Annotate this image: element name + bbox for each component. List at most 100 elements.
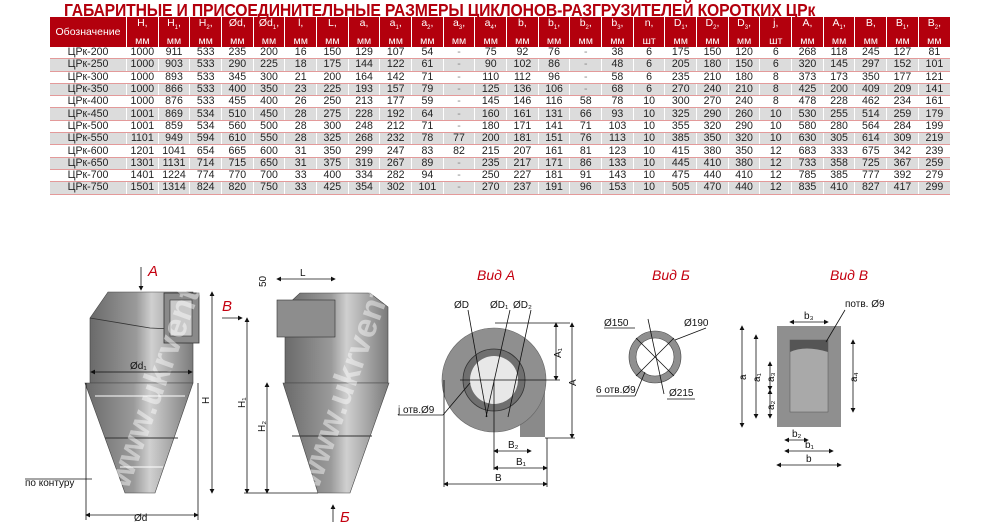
column-symbol: D bbox=[673, 17, 682, 30]
value-cell: 550 bbox=[252, 132, 285, 146]
column-header: a3,мм bbox=[442, 17, 475, 47]
value-cell: 192 bbox=[379, 107, 412, 121]
value-cell: 380 bbox=[696, 144, 729, 158]
value-cell: 302 bbox=[379, 181, 412, 195]
column-symbol: L bbox=[327, 17, 334, 30]
column-unit: мм bbox=[895, 34, 910, 47]
value-cell: 10 bbox=[632, 132, 665, 146]
value-cell: 350 bbox=[696, 132, 729, 146]
column-unit: мм bbox=[673, 34, 688, 47]
column-header: Ød1,мм bbox=[252, 17, 285, 47]
column-header: a1,мм bbox=[379, 17, 412, 47]
column-unit: мм bbox=[230, 34, 245, 47]
column-unit: мм bbox=[451, 34, 467, 47]
value-cell: 534 bbox=[189, 107, 222, 121]
cyclone-side-view: www.ukrvent.com L 50 В H₁ H₂ Б bbox=[222, 208, 425, 525]
model-cell: ЦРк-650 bbox=[50, 157, 127, 170]
view-b: Вид Б Ø150 Ø190 6 отв.Ø9 Ø215 bbox=[596, 267, 709, 400]
value-cell: 350 bbox=[854, 71, 887, 84]
dim-b2-small: b₂ bbox=[792, 429, 802, 440]
value-cell: 10 bbox=[632, 120, 665, 134]
value-cell: 1131 bbox=[157, 157, 190, 170]
value-cell: 76 bbox=[569, 132, 602, 146]
value-cell: 342 bbox=[886, 144, 919, 158]
column-unit: мм bbox=[800, 34, 815, 47]
model-cell: ЦРк-250 bbox=[50, 58, 127, 72]
value-cell: 683 bbox=[791, 144, 824, 158]
value-cell: 66 bbox=[569, 107, 602, 121]
column-unit: мм bbox=[135, 34, 150, 47]
value-cell: 824 bbox=[189, 181, 222, 195]
value-cell: 245 bbox=[854, 47, 887, 60]
value-cell: 290 bbox=[727, 120, 760, 134]
value-cell: 614 bbox=[854, 132, 887, 146]
column-unit: мм bbox=[705, 34, 720, 47]
value-cell: 161 bbox=[917, 95, 950, 109]
value-cell: 415 bbox=[664, 144, 697, 158]
column-unit: мм bbox=[356, 34, 372, 47]
model-cell: ЦРк-500 bbox=[50, 120, 127, 134]
value-cell: 630 bbox=[791, 132, 824, 146]
value-cell: 450 bbox=[252, 107, 285, 121]
dim-D1: ØD₁ bbox=[490, 300, 509, 311]
value-cell: 150 bbox=[727, 58, 760, 72]
value-cell: 1224 bbox=[157, 169, 190, 183]
value-cell: 533 bbox=[189, 47, 222, 60]
value-cell: 475 bbox=[664, 169, 697, 183]
value-cell: 215 bbox=[474, 144, 507, 158]
column-subscript: 1 bbox=[681, 25, 685, 32]
value-cell: - bbox=[442, 83, 475, 97]
column-header: L,мм bbox=[316, 17, 349, 47]
dim-a2: a₂ bbox=[766, 400, 777, 410]
value-cell: 268 bbox=[347, 132, 380, 146]
column-header-designation: Обозначение bbox=[50, 17, 127, 47]
value-cell: 859 bbox=[157, 120, 190, 134]
value-cell: 290 bbox=[221, 58, 254, 72]
value-cell: 355 bbox=[664, 120, 697, 134]
value-cell: 177 bbox=[886, 71, 919, 84]
value-cell: 270 bbox=[664, 83, 697, 97]
value-cell: 161 bbox=[537, 144, 570, 158]
dim-190: Ø190 bbox=[684, 318, 709, 329]
value-cell: 300 bbox=[664, 95, 697, 109]
value-cell: 164 bbox=[347, 71, 380, 84]
column-header: b2,мм bbox=[569, 17, 602, 47]
value-cell: 91 bbox=[569, 169, 602, 183]
value-cell: 268 bbox=[791, 47, 824, 60]
value-cell: 212 bbox=[379, 120, 412, 134]
value-cell: 385 bbox=[664, 132, 697, 146]
column-unit: мм bbox=[515, 34, 530, 47]
view-v-arrow-label: В bbox=[222, 298, 232, 315]
column-symbol: D bbox=[737, 17, 745, 30]
column-symbol: b bbox=[548, 17, 554, 30]
value-cell: 191 bbox=[537, 181, 570, 195]
value-cell: 367 bbox=[886, 157, 919, 170]
value-cell: 325 bbox=[316, 132, 349, 146]
value-cell: 6 bbox=[759, 47, 792, 60]
value-cell: 267 bbox=[379, 157, 412, 170]
value-cell: 125 bbox=[474, 83, 507, 97]
view-b-title: Вид Б bbox=[652, 267, 690, 283]
value-cell: 81 bbox=[917, 47, 950, 60]
value-cell: 1201 bbox=[126, 144, 159, 158]
value-cell: 345 bbox=[221, 71, 254, 84]
model-cell: ЦРк-450 bbox=[50, 107, 127, 121]
value-cell: 131 bbox=[537, 107, 570, 121]
dim-a: A bbox=[568, 379, 579, 386]
value-cell: 116 bbox=[537, 95, 570, 109]
value-cell: 373 bbox=[791, 71, 824, 84]
value-cell: 750 bbox=[252, 181, 285, 195]
value-cell: 250 bbox=[316, 95, 349, 109]
value-cell: 175 bbox=[316, 58, 349, 72]
value-cell: 866 bbox=[157, 83, 190, 97]
column-subscript: 2 bbox=[427, 25, 431, 32]
value-cell: 228 bbox=[347, 107, 380, 121]
column-subscript: 3 bbox=[617, 25, 621, 32]
column-unit: мм bbox=[325, 34, 340, 47]
value-cell: 470 bbox=[696, 181, 729, 195]
